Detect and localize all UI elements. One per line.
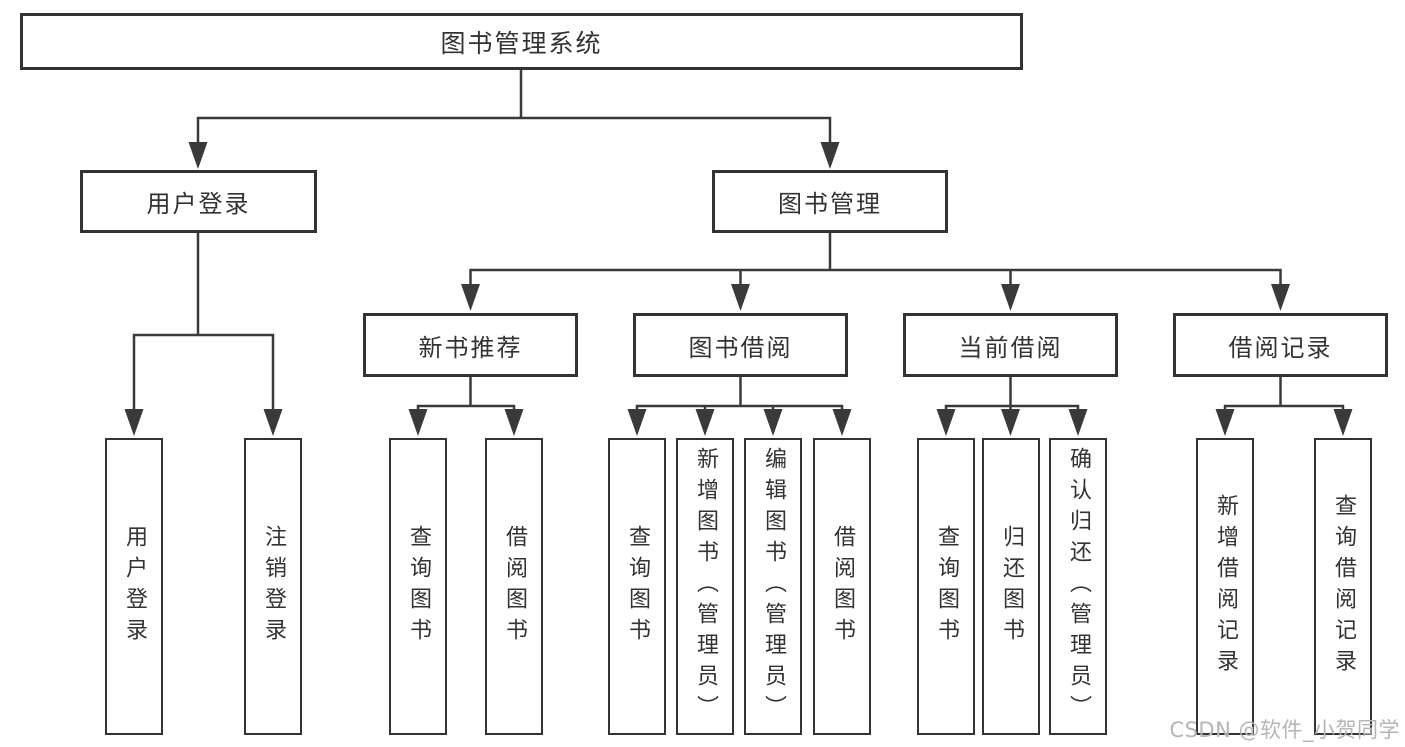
node-user-login-branch: 用户登录 [80,170,317,233]
leaf-logout: 注销登录 [244,438,302,735]
leaf-add-books-admin: 新增图书（管理员） [676,438,734,735]
leaf-borrow-books: 借阅图书 [813,438,871,735]
leaf-label: 注销登录 [261,524,286,649]
node-label: 图书管理 [778,190,882,218]
leaf-label: 查询借阅记录 [1331,493,1356,680]
leaf-query-books-borrow: 查询图书 [608,438,666,735]
node-label: 图书管理系统 [440,28,603,58]
node-current-borrow: 当前借阅 [903,313,1118,377]
leaf-label: 查询图书 [934,524,959,649]
node-book-management-branch: 图书管理 [712,170,948,233]
node-label: 借阅记录 [1228,333,1333,362]
leaf-borrow-books-recommend: 借阅图书 [485,438,543,735]
node-book-borrow: 图书借阅 [633,313,848,377]
node-library-management-system: 图书管理系统 [20,13,1023,70]
leaf-return-books: 归还图书 [982,438,1040,735]
leaf-query-borrow-record: 查询借阅记录 [1314,438,1372,735]
leaf-label: 借阅图书 [502,524,527,649]
node-borrow-records: 借阅记录 [1173,313,1388,377]
node-label: 新书推荐 [418,333,523,362]
leaf-add-borrow-record: 新增借阅记录 [1196,438,1254,735]
leaf-label: 查询图书 [625,524,650,649]
leaf-confirm-return-admin: 确认归还（管理员） [1049,438,1107,735]
leaf-label: 用户登录 [122,524,147,649]
leaf-label: 查询图书 [406,524,431,649]
node-label: 当前借阅 [958,333,1063,362]
node-label: 图书借阅 [688,333,793,362]
leaf-label: 新增图书（管理员） [693,447,718,726]
leaf-label: 新增借阅记录 [1213,493,1238,680]
leaf-label: 编辑图书（管理员） [761,447,786,726]
leaf-edit-books-admin: 编辑图书（管理员） [744,438,802,735]
node-new-book-recommend: 新书推荐 [363,313,578,377]
leaf-user-login: 用户登录 [105,438,163,735]
leaf-label: 归还图书 [999,524,1024,649]
leaf-query-books-current: 查询图书 [917,438,975,735]
node-label: 用户登录 [146,190,251,218]
leaf-label: 确认归还（管理员） [1066,447,1091,726]
leaf-label: 借阅图书 [830,524,855,649]
leaf-query-books-recommend: 查询图书 [389,438,447,735]
